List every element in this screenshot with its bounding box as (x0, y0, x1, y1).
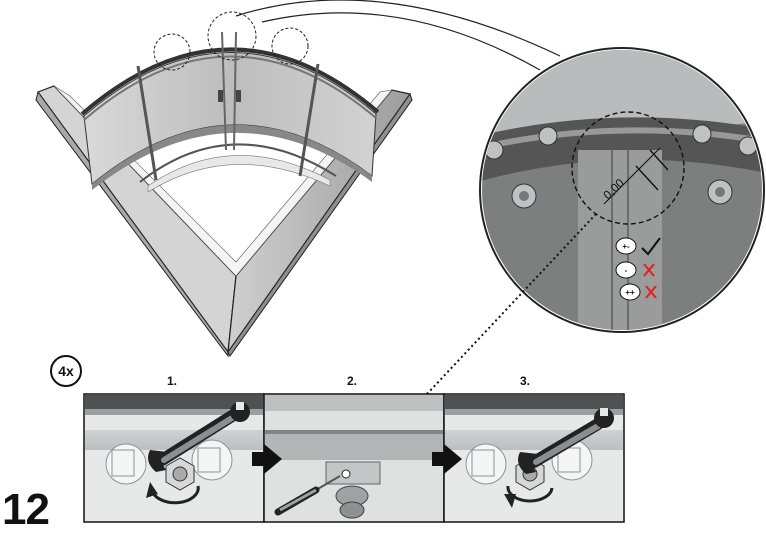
quantity-label: 4x (58, 363, 74, 379)
shower-cabin-drawing (35, 0, 561, 358)
arrow-right-icon (252, 444, 282, 474)
option-plus-minus: +- (615, 237, 661, 256)
step-label-1: 1. (166, 374, 177, 388)
option-minus: - (615, 261, 655, 279)
option-symbol: - (625, 266, 628, 275)
screwdriver-icon (274, 469, 351, 516)
option-symbol: ++ (625, 288, 635, 297)
checkmark-icon (641, 237, 661, 256)
cross-icon (643, 263, 655, 277)
panel-step-1 (83, 393, 265, 523)
arrow-right-icon (432, 444, 462, 474)
magnified-detail: 0,00 +- - ++ (479, 47, 765, 333)
quantity-badge: 4x (50, 355, 82, 387)
wrench-icon (518, 408, 614, 474)
option-plus-plus: ++ (619, 283, 657, 301)
option-symbol: +- (622, 242, 630, 251)
cross-icon (645, 285, 657, 299)
panel-step-3 (443, 393, 625, 523)
option-list: +- - ++ (615, 237, 661, 301)
step-label-2: 2. (346, 374, 357, 388)
step-label-3: 3. (519, 374, 530, 388)
wrench-icon (148, 402, 250, 472)
step-number: 12 (2, 485, 50, 534)
panel-step-2 (263, 393, 445, 523)
